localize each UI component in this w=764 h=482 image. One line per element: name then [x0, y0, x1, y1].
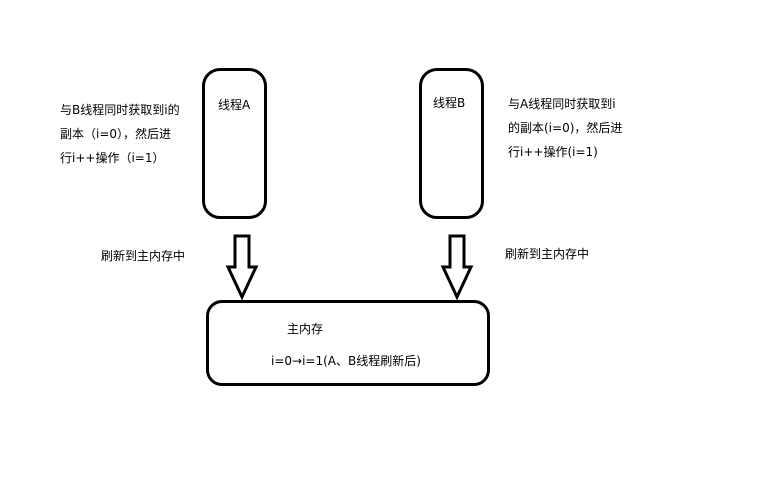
main-memory-value: i=0→i=1(A、B线程刷新后) — [271, 354, 421, 368]
thread-a-label: 线程A — [218, 98, 251, 112]
thread-b-note-line-3: 行i++操作(i=1) — [508, 145, 598, 159]
main-memory-title: 主内存 — [287, 322, 324, 336]
thread-b-box: 线程B — [419, 68, 484, 219]
thread-a-down-arrow — [225, 234, 259, 301]
thread-b-note-line-1: 与A线程同时获取到i — [508, 97, 616, 111]
thread-b-label: 线程B — [433, 96, 466, 110]
thread-a-note-line-2: 副本（i=0），然后进 — [60, 127, 172, 141]
thread-a-note: 与B线程同时获取到i的 副本（i=0），然后进 行i++操作（i=1） — [60, 98, 180, 170]
main-memory-box: 主内存 i=0→i=1(A、B线程刷新后) — [206, 300, 490, 386]
thread-a-note-line-1: 与B线程同时获取到i的 — [60, 103, 180, 117]
thread-b-note-line-2: 的副本(i=0)，然后进 — [508, 121, 623, 135]
thread-b-note: 与A线程同时获取到i 的副本(i=0)，然后进 行i++操作(i=1) — [508, 92, 622, 164]
thread-b-flush-label: 刷新到主内存中 — [505, 247, 590, 261]
thread-a-box: 线程A — [202, 68, 267, 219]
thread-b-down-arrow — [440, 234, 474, 301]
thread-a-flush-label: 刷新到主内存中 — [101, 249, 186, 263]
thread-a-note-line-3: 行i++操作（i=1） — [60, 151, 165, 165]
